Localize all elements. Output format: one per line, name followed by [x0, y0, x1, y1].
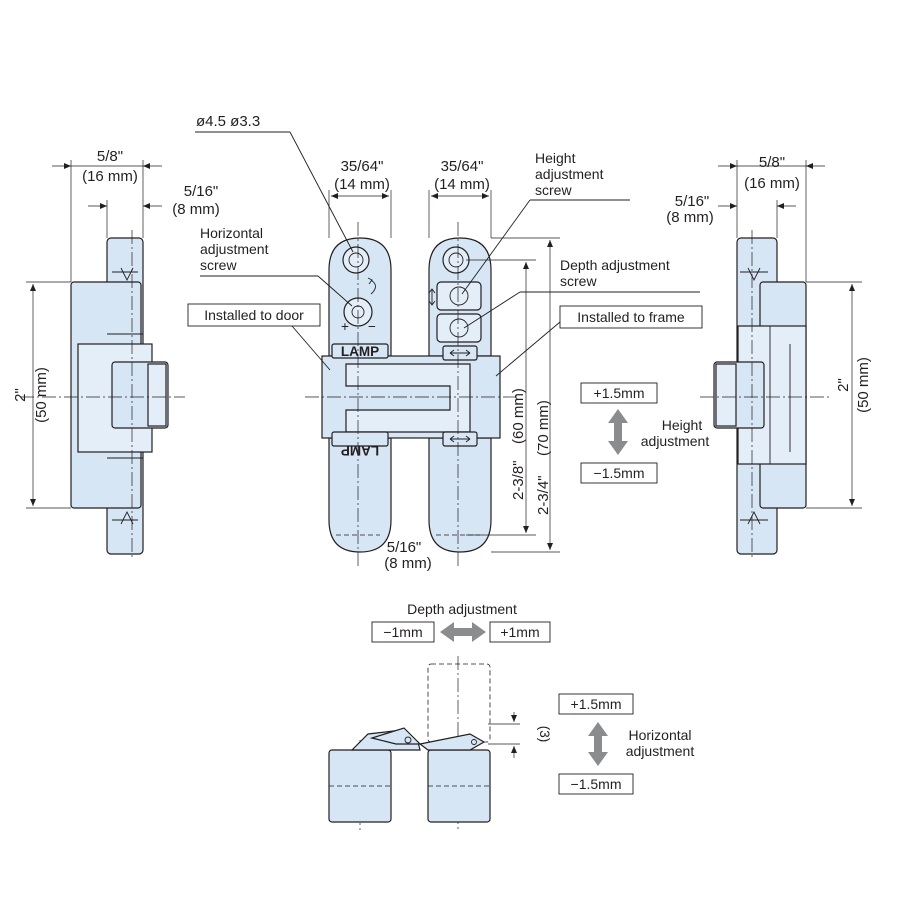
height-plus-box	[580, 382, 658, 404]
depth-screw-line2: screw	[560, 273, 597, 289]
front-dimensions: 35/64" (14 mm) 35/64" (14 mm) ø4.5 ø3.3 …	[187, 113, 703, 572]
left-width-in: 5/8"	[97, 148, 123, 165]
right-dimensions: 5/8" (16 mm) 5/16" (8 mm) 2" (50 mm)	[666, 154, 872, 509]
height-screw-line2: adjustment	[535, 166, 604, 182]
lamp-logo-top: LAMP	[341, 344, 379, 359]
front-left-width-mm: (14 mm)	[334, 176, 390, 193]
right-side-view	[700, 230, 830, 560]
height-adjust-label-1: Height	[662, 417, 703, 433]
bottom-offset-in: 5/16"	[387, 539, 422, 556]
depth-arrow-icon	[440, 622, 486, 642]
height-arrow-icon	[608, 409, 628, 455]
horizontal-screw-line1: Horizontal	[200, 225, 263, 241]
horizontal-adjust-label-2: adjustment	[626, 743, 695, 759]
horizontal-plus-value: +1.5mm	[571, 696, 622, 712]
front-left-width-in: 35/64"	[341, 158, 384, 175]
inner-height-mm: (60 mm)	[510, 388, 527, 444]
hole-diameters: ø4.5 ø3.3	[196, 113, 260, 130]
clearance-dim: (3)	[537, 726, 552, 743]
height-plus-value: +1.5mm	[594, 385, 645, 401]
left-half-in: 5/16"	[184, 183, 219, 200]
height-adjustment-indicator: +1.5mm Height adjustment −1.5mm	[580, 382, 710, 484]
overall-height-in: 2-3/4"	[535, 475, 552, 515]
height-minus-value: −1.5mm	[594, 465, 645, 481]
overall-height-mm: (70 mm)	[535, 400, 552, 456]
depth-screw-line1: Depth adjustment	[560, 257, 670, 273]
horizontal-adjustment-indicator: +1.5mm Horizontal adjustment −1.5mm	[558, 693, 695, 795]
right-width-mm: (16 mm)	[744, 175, 800, 192]
left-width-mm: (16 mm)	[82, 168, 138, 185]
bottom-offset-mm: (8 mm)	[384, 555, 432, 572]
depth-minus-value: −1mm	[383, 624, 422, 640]
inner-height-in: 2-3/8"	[510, 460, 527, 500]
left-height-in: 2"	[12, 388, 29, 402]
left-side-view	[20, 230, 185, 560]
horizontal-minus-value: −1.5mm	[571, 776, 622, 792]
right-height-in: 2"	[835, 378, 852, 392]
left-dimensions: 5/8" (16 mm) 5/16" (8 mm) 2" (50 mm)	[12, 148, 220, 509]
right-width-in: 5/8"	[759, 154, 785, 171]
installed-to-door-box	[187, 303, 321, 327]
front-right-width-in: 35/64"	[441, 158, 484, 175]
horizontal-screw-line3: screw	[200, 257, 237, 273]
installed-to-frame-box	[559, 305, 703, 329]
lamp-logo-bottom: LAMP	[341, 443, 379, 458]
depth-adjust-label: Depth adjustment	[407, 601, 517, 617]
left-half-mm: (8 mm)	[172, 201, 220, 218]
depth-minus-box	[371, 621, 435, 643]
height-adjust-label-2: adjustment	[641, 433, 710, 449]
minus-sign: −	[368, 319, 376, 334]
horizontal-arrow-icon	[588, 722, 608, 766]
height-minus-box	[580, 462, 658, 484]
depth-plus-value: +1mm	[500, 624, 539, 640]
horizontal-adjust-label-1: Horizontal	[628, 727, 691, 743]
horizontal-plus-box	[558, 693, 634, 715]
height-screw-line3: screw	[535, 182, 572, 198]
front-right-width-mm: (14 mm)	[434, 176, 490, 193]
installed-to-door-label: Installed to door	[204, 307, 304, 323]
right-height-mm: (50 mm)	[855, 357, 872, 413]
depth-adjustment-indicator: Depth adjustment −1mm +1mm	[371, 601, 551, 643]
left-height-mm: (50 mm)	[33, 367, 50, 423]
horizontal-minus-box	[558, 773, 634, 795]
right-half-mm: (8 mm)	[666, 209, 714, 226]
depth-plus-box	[489, 621, 551, 643]
horizontal-screw-line2: adjustment	[200, 241, 269, 257]
front-view: LAMP LAMP + −	[305, 222, 520, 566]
plus-sign: +	[341, 319, 349, 334]
top-view: (3)	[328, 656, 552, 830]
height-screw-line1: Height	[535, 150, 576, 166]
installed-to-frame-label: Installed to frame	[577, 309, 685, 325]
right-half-in: 5/16"	[675, 193, 710, 210]
